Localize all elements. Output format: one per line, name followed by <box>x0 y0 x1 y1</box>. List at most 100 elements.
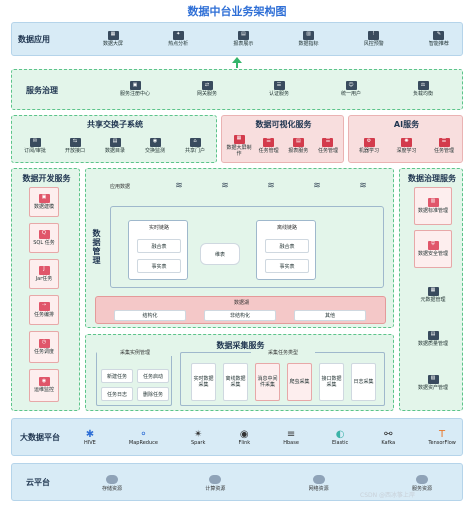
gov-item-label: 统一用户 <box>340 91 361 98</box>
lake-structured[interactable]: 结构化 <box>114 310 186 321</box>
app-data-row: 应用数据 ≋ ≋ ≋ ≋ ≋ <box>110 175 386 197</box>
visual-item-report[interactable]: ▤报表服务 <box>284 132 312 160</box>
lake-other[interactable]: 其他 <box>294 310 366 321</box>
collect-types-label: 采集任务类型 <box>251 349 315 356</box>
offline-fact[interactable]: 事实表 <box>265 259 309 273</box>
task-icon: ☰ <box>438 137 450 147</box>
mq-collect[interactable]: 消息中间件采集 <box>255 363 280 401</box>
dev-item-modeling[interactable]: ▣数据建模 <box>29 187 59 217</box>
jar-icon: J <box>38 265 50 275</box>
gateway-icon: ⇄ <box>201 81 213 91</box>
dev-item-label: 任务编排 <box>33 311 54 318</box>
gov-item-lb[interactable]: ⚖负载均衡 <box>392 75 454 104</box>
ai-item-task[interactable]: ☰任务管理 <box>428 132 460 160</box>
hbase-icon: ≡ <box>286 429 296 440</box>
lake-unstructured[interactable]: 非结构化 <box>204 310 276 321</box>
dashboard-icon: ▦ <box>107 30 119 40</box>
cloud-compute[interactable]: 计算资源 <box>205 474 226 492</box>
exchange-item-subscribe[interactable]: ✉订阅/审批 <box>16 132 54 160</box>
monitor-icon: ◉ <box>149 137 161 147</box>
app-item-metric[interactable]: ▥数据指标 <box>286 27 332 51</box>
app-item-recommend[interactable]: ✎智能推荐 <box>416 27 462 51</box>
gov-item-asset[interactable]: ▧数据资产管理 <box>414 364 452 402</box>
gov-item-standard[interactable]: ▥数据标准管理 <box>414 187 452 225</box>
ai-title: AI服务 <box>393 120 420 129</box>
realtime-fact[interactable]: 事实表 <box>137 259 181 273</box>
offline-collect[interactable]: 离线数据采集 <box>223 363 248 401</box>
app-item-label: 数据大屏 <box>102 40 123 47</box>
gov-item-label: 元数据管理 <box>420 296 446 303</box>
layers-icon: ≋ <box>221 181 229 191</box>
realtime-collect[interactable]: 实时数据采集 <box>191 363 216 401</box>
cloud-title: 云平台 <box>26 478 50 487</box>
start-task-button[interactable]: 任务启动 <box>137 369 169 383</box>
realtime-fusion[interactable]: 融合表 <box>137 239 181 253</box>
dev-item-schedule[interactable]: ◷任务调度 <box>29 331 59 363</box>
gov-item-label: 数据安全管理 <box>417 250 448 257</box>
gov-item-user[interactable]: ☺统一用户 <box>320 75 382 104</box>
cloud-icon <box>209 474 222 484</box>
dim-table[interactable]: 维表 <box>200 243 240 265</box>
gov-item-metadata[interactable]: ▦元数据管理 <box>414 278 452 312</box>
logo-label: Hbase <box>283 440 299 446</box>
cloud-storage[interactable]: 存储资源 <box>102 474 122 492</box>
exchange-item-label: 开放接口 <box>64 147 85 154</box>
cloud-service[interactable]: 服务资源 <box>411 474 432 492</box>
gov-item-label: 网关服务 <box>196 91 217 98</box>
exchange-item-catalog[interactable]: ▤数据目录 <box>96 132 134 160</box>
visual-item-screen[interactable]: ▦数据大屏制作 <box>225 132 253 160</box>
gov-item-label: 数据质量管理 <box>417 340 448 347</box>
logo-label: Spark <box>191 440 206 446</box>
gov-item-quality[interactable]: ▤数据质量管理 <box>414 320 452 358</box>
new-task-button[interactable]: 新建任务 <box>101 369 133 383</box>
log-collect[interactable]: 日志采集 <box>351 363 376 401</box>
ai-item-ml[interactable]: ⚙机器学习 <box>353 132 385 160</box>
dev-item-orchestration[interactable]: ⇢任务编排 <box>29 295 59 325</box>
app-item-hotspot[interactable]: ✦热点分析 <box>155 27 201 51</box>
monitor-icon: ◉ <box>38 377 50 387</box>
cloud-item-label: 服务资源 <box>411 485 432 492</box>
dev-item-ops[interactable]: ◉运维监控 <box>29 369 59 402</box>
task-log-button[interactable]: 任务日志 <box>101 387 133 401</box>
visual-item-task2[interactable]: ☰任务管理 <box>314 132 342 160</box>
dev-item-label: SQL 任务 <box>33 239 55 246</box>
page-title: 数据中台业务架构图 <box>187 5 287 18</box>
cloud-network[interactable]: 网络资源 <box>309 474 329 492</box>
exchange-item-label: 共享门户 <box>184 147 205 154</box>
data-app-title: 数据应用 <box>18 35 50 44</box>
cloud-item-label: 计算资源 <box>205 485 226 492</box>
visual-item-task[interactable]: ☰任务管理 <box>255 132 283 160</box>
gov-item-registry[interactable]: ▣服务注册中心 <box>104 75 166 104</box>
dev-item-label: Jar任务 <box>35 275 53 282</box>
app-item-report[interactable]: ▤报表展示 <box>220 27 266 51</box>
cloud-icon <box>312 474 325 484</box>
layers-icon: ≋ <box>175 181 183 191</box>
logo-label: Flink <box>238 440 251 446</box>
gov-item-auth[interactable]: ☰认证服务 <box>248 75 310 104</box>
gov-item-gateway[interactable]: ⇄网关服务 <box>176 75 238 104</box>
crawler-collect[interactable]: 爬虫采集 <box>287 363 312 401</box>
gov-item-label: 负载均衡 <box>412 91 433 98</box>
gov-item-security[interactable]: ⛨数据安全管理 <box>414 230 452 268</box>
offline-fusion[interactable]: 融合表 <box>265 239 309 253</box>
recommend-icon: ✎ <box>433 30 445 40</box>
exchange-item-monitor[interactable]: ◉交换监测 <box>136 132 174 160</box>
schedule-icon: ◷ <box>38 338 50 348</box>
app-item-dashboard[interactable]: ▦数据大屏 <box>90 27 136 51</box>
data-lake: 数据湖 结构化 非结构化 其他 <box>95 296 386 324</box>
app-item-label: 数据指标 <box>298 40 319 47</box>
registry-icon: ▣ <box>129 81 141 91</box>
bigdata-title: 大数据平台 <box>20 433 60 442</box>
arrow-up-icon <box>232 57 242 63</box>
ai-item-dl[interactable]: ✺深度学习 <box>391 132 423 160</box>
exchange-item-api[interactable]: ⇆开放接口 <box>56 132 94 160</box>
app-item-label: 风控预警 <box>363 40 384 47</box>
exchange-item-portal[interactable]: ⌂共享门户 <box>176 132 214 160</box>
delete-task-button[interactable]: 删除任务 <box>137 387 169 401</box>
api-collect[interactable]: 接口数据采集 <box>319 363 344 401</box>
mgmt-title: 数据管理 <box>92 229 101 265</box>
app-item-warning[interactable]: !风控预警 <box>351 27 397 51</box>
